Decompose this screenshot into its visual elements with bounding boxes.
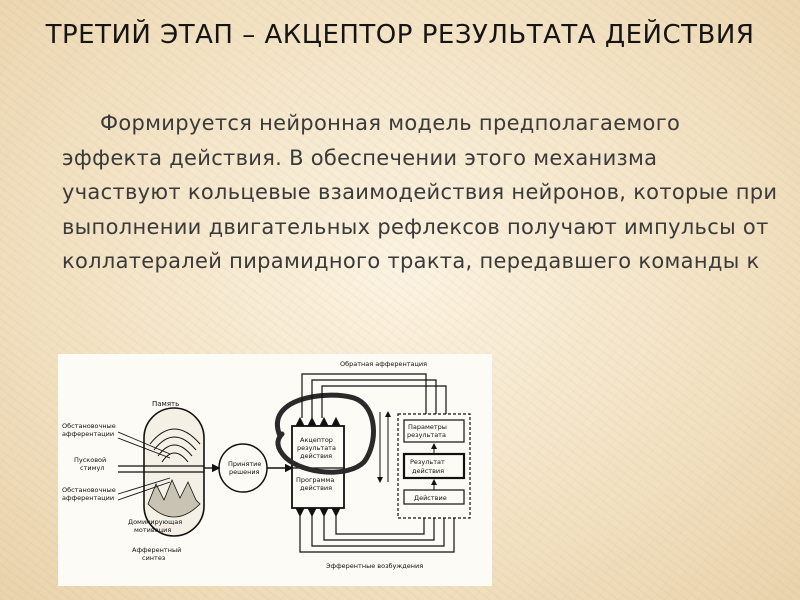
situational-afferent-bottom-label-2: афферентации — [62, 494, 114, 502]
slide-body-text: Формируется нейронная модель предполагае… — [62, 111, 778, 273]
trigger-stimulus-label-2: стимул — [80, 464, 105, 472]
memory-label: Память — [152, 400, 179, 408]
dominant-motivation-label-2: мотивация — [134, 526, 171, 534]
trigger-stimulus-label-1: Пусковой — [74, 456, 106, 464]
acceptor-label-3: действия — [300, 452, 332, 460]
decision-label-1: Принятие — [228, 460, 261, 468]
result-params-label-2: результата — [407, 431, 446, 439]
functional-system-diagram: Память Обстановочные афферентации Пусков… — [58, 354, 492, 586]
decision-label-2: решения — [229, 468, 260, 476]
feedback-label: Обратная афферентация — [340, 360, 427, 368]
program-label-1: Программа — [296, 476, 334, 484]
result-params-label-1: Параметры — [408, 423, 447, 431]
acceptor-label-1: Акцептор — [300, 436, 333, 444]
afferent-synthesis-block — [117, 407, 205, 537]
action-result-label-2: действия — [412, 467, 444, 475]
afferent-synthesis-label-2: синтез — [142, 554, 166, 562]
dominant-motivation-label-1: Доминирующая — [128, 518, 182, 526]
program-label-2: действия — [300, 484, 332, 492]
action-label: Действие — [414, 494, 447, 502]
action-result-label-1: Результат — [410, 458, 445, 466]
slide-title: ТРЕТИЙ ЭТАП – АКЦЕПТОР РЕЗУЛЬТАТА ДЕЙСТВ… — [45, 20, 755, 50]
result-params-box — [403, 419, 465, 443]
situational-afferent-top-label-2: афферентации — [62, 430, 114, 438]
action-result-box — [402, 452, 466, 480]
efferent-label: Эфферентные возбуждения — [326, 562, 423, 570]
situational-afferent-top-label-1: Обстановочные — [62, 422, 116, 430]
afferent-synthesis-label-1: Афферентный — [132, 546, 181, 554]
acceptor-label-2: результата — [297, 444, 336, 452]
highlight-loop — [275, 392, 376, 475]
situational-afferent-bottom-label-1: Обстановочные — [62, 486, 116, 494]
